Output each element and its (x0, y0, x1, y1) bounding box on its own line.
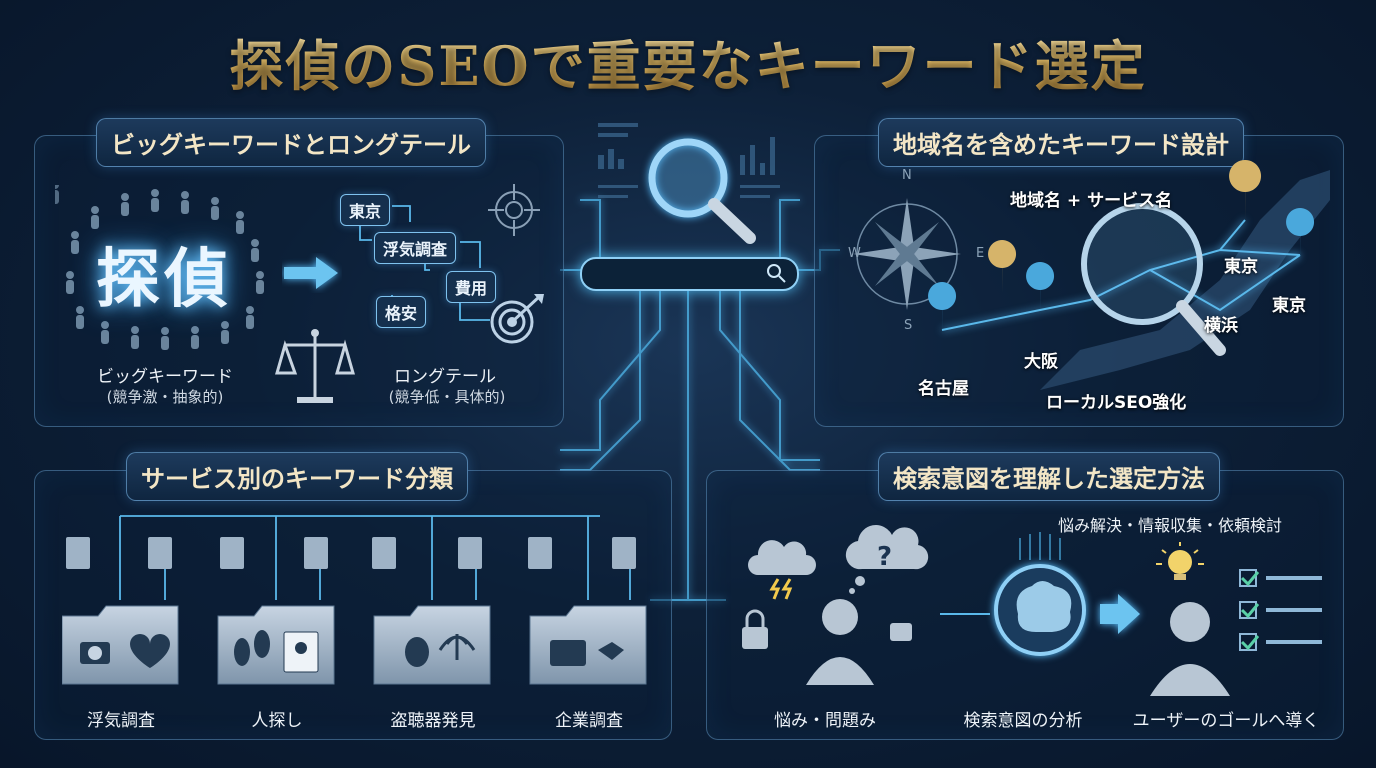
target-icon (490, 294, 544, 344)
panel-title-big-vs-longtail: ビッグキーワードとロングテール (96, 118, 486, 167)
compass-e: E (976, 246, 985, 261)
keyword-chip-affair: 浮気調査 (374, 232, 457, 264)
dashboard-charts-icon (598, 123, 780, 198)
japan-map-pins (928, 160, 1330, 390)
big-keyword-text: 探偵 (96, 243, 232, 317)
folder-label-bug-detection: 盗聴器発見 (390, 711, 476, 731)
category-branch-lines (119, 515, 631, 600)
longtail-sublabel: (競争低・具体的) (388, 388, 506, 406)
local-seo-caption: ローカルSEO強化 (1046, 393, 1187, 413)
intent-note: 悩み解決・情報収集・依頼検討 (1058, 516, 1283, 535)
keyword-chip-tokyo: 東京 (340, 194, 391, 226)
search-input[interactable] (580, 257, 799, 291)
longtail-label: ロングテール (394, 367, 496, 387)
folder-label-affair: 浮気調査 (87, 711, 155, 731)
worried-user-icons: ? (742, 525, 929, 685)
compass-icon (853, 198, 961, 310)
city-tokyo-1: 東京 (1224, 257, 1258, 277)
scale-balance-icon (275, 329, 355, 403)
city-tokyo-2: 東京 (1272, 296, 1306, 316)
document-icons (66, 537, 636, 569)
panel-title-search-intent: 検索意図を理解した選定方法 (878, 452, 1220, 501)
city-osaka: 大阪 (1024, 352, 1058, 372)
compass-w: W (848, 246, 861, 261)
page-title: 探偵のSEOで重要なキーワード選定 (0, 22, 1376, 101)
compass-s: S (904, 318, 913, 333)
intent-step-worry: 悩み・問題み (774, 711, 876, 731)
panel-title-region-keywords: 地域名を含めたキーワード設計 (878, 118, 1244, 167)
brain-analysis-icon (940, 532, 1140, 656)
panel-title-service-categories: サービス別のキーワード分類 (126, 452, 468, 501)
search-icon[interactable] (764, 261, 788, 285)
folder-label-person-search: 人探し (251, 711, 303, 731)
category-folders (62, 605, 647, 685)
crowd-people-icon (55, 185, 264, 350)
big-keyword-sublabel: (競争激・抽象的) (106, 388, 224, 406)
city-nagoya: 名古屋 (918, 379, 969, 399)
formula-label: 地域名 + サービス名 (1010, 191, 1173, 211)
intent-step-goal: ユーザーのゴールへ導く (1132, 711, 1320, 731)
arrow-right-icon (284, 257, 338, 289)
magnifier-icon (648, 138, 756, 244)
city-yokohama: 横浜 (1204, 316, 1238, 336)
user-goal-checklist-icon (1150, 542, 1322, 696)
panel-service-categories (34, 470, 672, 740)
folder-label-corporate: 企業調査 (555, 711, 623, 731)
keyword-chip-cheap: 格安 (376, 296, 427, 328)
compass-n: N (902, 168, 912, 183)
crosshair-icon (488, 184, 540, 236)
keyword-chip-cost: 費用 (446, 271, 497, 303)
big-keyword-label: ビッグキーワード (97, 367, 233, 387)
svg-text:?: ? (877, 542, 892, 572)
intent-step-analysis: 検索意図の分析 (963, 711, 1083, 731)
